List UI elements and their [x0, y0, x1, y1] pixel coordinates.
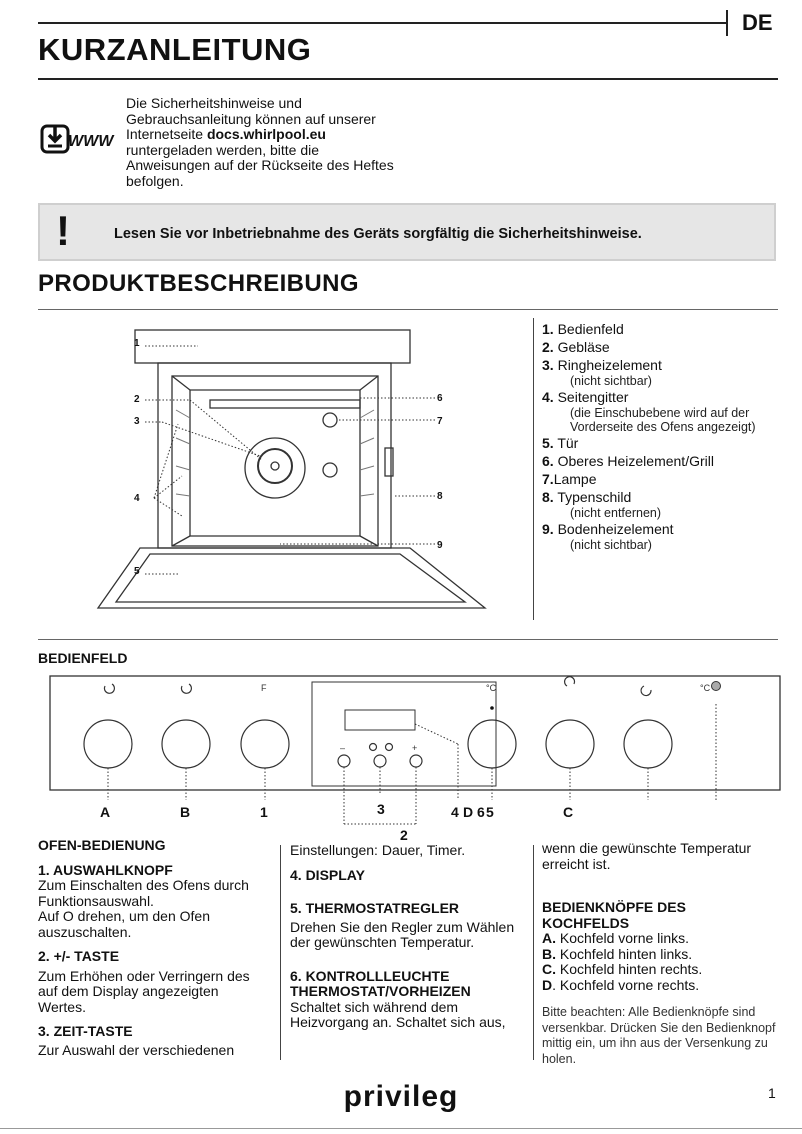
display-thermostat-column: Einstellungen: Dauer, Timer. 4. DISPLAY …	[290, 842, 530, 1031]
knob-5	[467, 719, 517, 769]
section-heading: KOCHFELDS	[542, 914, 630, 931]
footer-rule	[0, 1128, 802, 1129]
callout-3: 3	[134, 416, 140, 427]
label-B: B	[180, 804, 190, 820]
callout-5: 5	[134, 566, 140, 577]
label-5: 5	[486, 804, 494, 820]
section-heading: 3. ZEIT-TASTE	[38, 1023, 133, 1039]
svg-text:WWW: WWW	[68, 133, 115, 150]
note: Bitte beachten: Alle Bedienknöpfe sind v…	[542, 1005, 776, 1066]
download-line: Die Sicherheitshinweise und	[126, 95, 302, 111]
page-number: 1	[768, 1085, 776, 1101]
download-note: Die Sicherheitshinweise und Gebrauchsanl…	[126, 95, 426, 189]
language-code: DE	[742, 10, 773, 35]
label-C: C	[563, 804, 573, 820]
label-D: D	[463, 804, 473, 820]
control-panel-title: BEDIENFELD	[38, 650, 128, 666]
callout-2: 2	[134, 394, 140, 405]
list-item: 7.Lampe	[542, 471, 597, 487]
section-heading: THERMOSTAT/VORHEIZEN	[290, 983, 471, 999]
safety-warning-text: Lesen Sie vor Inbetriebnahme des Geräts …	[114, 226, 642, 242]
label-6: 6	[477, 804, 485, 820]
minus-symbol: –	[340, 743, 345, 753]
column-divider	[533, 845, 534, 1060]
title-rule	[38, 78, 778, 80]
download-line: befolgen.	[126, 172, 184, 189]
list-item: D. Kochfeld vorne rechts.	[542, 976, 700, 993]
list-item: A. Kochfeld vorne links.	[542, 930, 690, 946]
section-heading: 6. KONTROLLLEUCHTE	[290, 967, 450, 984]
function-symbol: F	[261, 683, 267, 693]
download-line: Gebrauchsanleitung können auf unserer	[126, 110, 376, 127]
list-item: 8. Typenschild(nicht entfernen)	[542, 489, 662, 520]
download-line: runtergeladen werden, bitte die	[126, 141, 320, 158]
section-rule	[38, 639, 778, 640]
label-1: 1	[260, 804, 268, 820]
brand-logo: privileg	[343, 1080, 459, 1113]
list-item: C. Kochfeld hinten rechts.	[542, 961, 703, 977]
section-heading: 4. DISPLAY	[290, 866, 365, 883]
product-section-title: PRODUKTBESCHREIBUNG	[38, 270, 359, 297]
column-divider	[533, 318, 534, 620]
callout-7: 7	[437, 416, 443, 427]
temp-symbol: °C	[486, 683, 497, 693]
section-heading: 5. THERMOSTATREGLER	[290, 900, 460, 916]
paragraph: Zum Erhöhen oder Verringern des auf dem …	[38, 967, 250, 1015]
list-item: 6. Oberes Heizelement/Grill	[542, 453, 714, 469]
list-item: 5. Tür	[542, 435, 579, 451]
callout-6: 6	[437, 393, 443, 404]
paragraph: Schaltet sich während dem Heizvorgang an…	[290, 998, 506, 1030]
section-rule	[38, 309, 778, 310]
list-item: B. Kochfeld hinten links.	[542, 945, 693, 962]
label-2: 2	[400, 827, 408, 843]
safety-warning-box	[38, 203, 776, 261]
control-panel-shape	[134, 329, 411, 364]
callout-1: 1	[134, 338, 140, 349]
section-heading: 1. AUSWAHLKNOPF	[38, 861, 173, 878]
paragraph: Einstellungen: Dauer, Timer.	[290, 842, 466, 858]
download-line: Anweisungen auf der Rückseite des Heftes	[126, 157, 394, 173]
section-heading: 2. +/- TASTE	[38, 948, 120, 964]
callout-9: 9	[437, 540, 443, 551]
callout-8: 8	[437, 491, 443, 502]
section-heading: OFEN-BEDIENUNG	[38, 837, 166, 853]
knob-D	[623, 719, 673, 769]
list-item: 9. Bodenheizelement(nicht sichtbar)	[542, 521, 674, 552]
knob-A	[83, 719, 133, 769]
list-item: 3. Ringheizelement(nicht sichtbar)	[542, 357, 662, 388]
download-line: Internetseite docs.whirlpool.eu	[126, 126, 326, 142]
paragraph: Auf O drehen, um den Ofen auszuschalten.	[38, 908, 210, 940]
page-title: KURZANLEITUNG	[38, 32, 312, 67]
temp-led-symbol: °C	[700, 683, 711, 693]
paragraph: Zum Einschalten des Ofens durch Funktion…	[38, 877, 249, 909]
section-heading: BEDIENKNÖPFE DES	[542, 899, 686, 915]
hob-knobs-column: wenn die gewünschte Temperatur erreicht …	[542, 840, 782, 1067]
oven-controls-column: OFEN-BEDIENUNG 1. AUSWAHLKNOPF Zum Einsc…	[38, 837, 270, 1058]
paragraph: Zur Auswahl der verschiedenen	[38, 1041, 235, 1058]
plus-symbol: +	[412, 743, 417, 753]
callout-4: 4	[134, 493, 140, 504]
column-divider	[280, 845, 281, 1060]
docs-link[interactable]: docs.whirlpool.eu	[206, 126, 326, 142]
list-item: 1. Bedienfeld	[542, 321, 624, 337]
label-3: 3	[377, 801, 385, 817]
knob-1	[240, 719, 290, 769]
list-item: 4. Seitengitter(die Einschubebene wird a…	[542, 389, 756, 434]
paragraph: wenn die gewünschte Temperatur erreicht …	[542, 840, 752, 872]
paragraph: Drehen Sie den Regler zum Wählen der gew…	[290, 918, 515, 950]
knob-B	[161, 719, 211, 769]
download-www-icon: WWW	[40, 120, 120, 160]
label-4: 4	[451, 804, 459, 820]
label-A: A	[100, 804, 110, 820]
knob-C	[545, 719, 595, 769]
exclamation-icon: !	[56, 207, 70, 254]
oven-diagram: 1 2 3 4 5 6 7 8 9	[96, 329, 487, 609]
control-panel-diagram: F °C °C – + A B 1 3 4 D 6 5 C 2	[49, 675, 781, 843]
parts-list: 1. Bedienfeld 2. Gebläse 3. Ringheizelem…	[542, 320, 792, 552]
header-tick	[726, 10, 728, 36]
header-rule	[38, 22, 726, 24]
list-item: 2. Gebläse	[542, 339, 610, 355]
